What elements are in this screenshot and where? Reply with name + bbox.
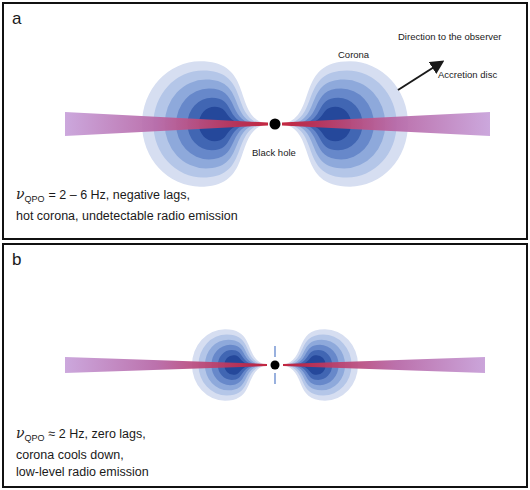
caption-text: hot corona, undetectable radio emission bbox=[16, 209, 238, 223]
arrow-label: Direction to the observer bbox=[398, 32, 502, 42]
caption-text: = 2 – 6 Hz, negative lags, bbox=[49, 188, 190, 202]
caption-line: νQPO ≈ 2 Hz, zero lags, bbox=[16, 425, 149, 447]
panel-caption: νQPO = 2 – 6 Hz, negative lags, hot corona… bbox=[16, 186, 238, 225]
disc-wedge bbox=[282, 112, 490, 136]
disc-wedge bbox=[65, 112, 268, 136]
panel-letter: a bbox=[12, 10, 21, 27]
caption-text: corona cools down, bbox=[16, 448, 124, 462]
frequency-subscript: QPO bbox=[25, 194, 45, 204]
caption-line: corona cools down, bbox=[16, 447, 149, 464]
jet bbox=[274, 346, 276, 357]
corona-label: Corona bbox=[338, 50, 369, 60]
panel-caption: νQPO ≈ 2 Hz, zero lags, corona cools down,… bbox=[16, 425, 149, 481]
frequency-symbol: ν bbox=[16, 186, 25, 202]
caption-text: low-level radio emission bbox=[16, 465, 149, 479]
caption-text: ≈ 2 Hz, zero lags, bbox=[49, 427, 146, 441]
disc-wedge bbox=[65, 357, 267, 373]
frequency-symbol: ν bbox=[16, 425, 25, 441]
observer-arrow bbox=[398, 62, 442, 90]
caption-line: low-level radio emission bbox=[16, 464, 149, 481]
caption-line: νQPO = 2 – 6 Hz, negative lags, bbox=[16, 186, 238, 208]
black-hole bbox=[271, 361, 280, 370]
disc-label: Accretion disc bbox=[438, 70, 497, 80]
caption-line: hot corona, undetectable radio emission bbox=[16, 208, 238, 225]
black-hole-label: Black hole bbox=[252, 148, 296, 158]
jet bbox=[274, 373, 276, 384]
frequency-subscript: QPO bbox=[25, 433, 45, 443]
black-hole bbox=[270, 119, 281, 130]
panel-letter: b bbox=[12, 251, 21, 268]
panel-box: b νQPO ≈ 2 Hz, zero lags, corona cools down… bbox=[2, 243, 528, 488]
disc-wedge bbox=[283, 357, 485, 373]
